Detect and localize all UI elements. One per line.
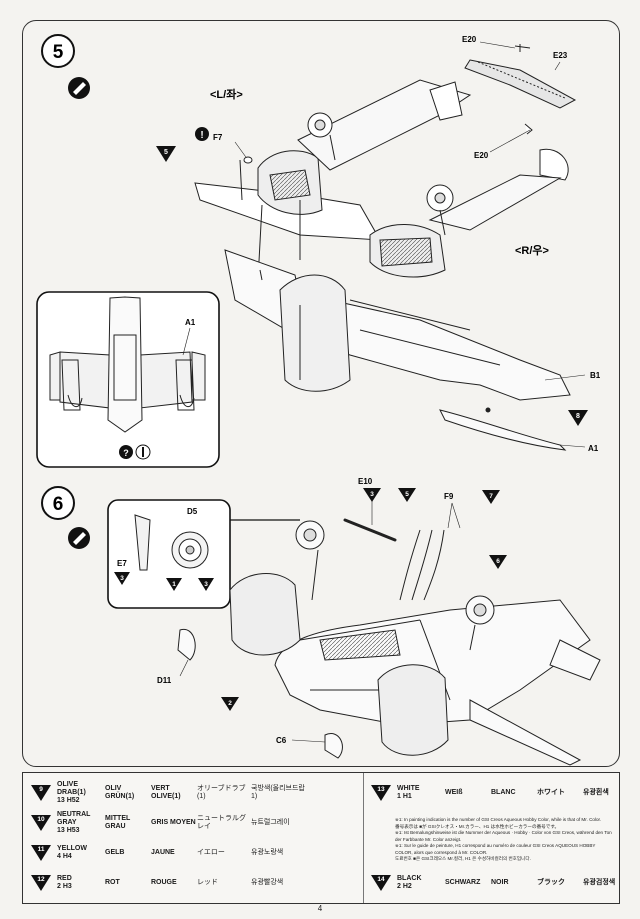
svg-text:7: 7 [489,493,493,500]
part-f7: F7 [213,133,223,142]
paint-notes: ※1: In painting indication is the number… [395,817,612,861]
part-d11: D11 [157,676,172,685]
main-wing [224,249,571,451]
color-ref-e10: 3 [363,488,381,502]
steps-frame [22,20,620,767]
inset-color-refs: 3 1 3 [114,572,214,591]
svg-text:6: 6 [496,558,500,565]
label-right: <R/우> [515,244,549,257]
part-f9: F9 [444,492,454,501]
part-a1: A1 [588,444,599,453]
step6-inset [107,499,300,609]
step-5-number: 5 [53,42,64,63]
stabilizer-parts [464,44,577,181]
part-b1: B1 [590,371,601,380]
svg-text:5: 5 [405,491,409,498]
part-e23: E23 [553,51,568,60]
part-e20-bottom: E20 [474,151,489,160]
color-table: 9 OLIVE DRAB(1)13 H52 OLIV GRÜN(1) VERT … [22,772,620,904]
svg-text:5: 5 [164,149,168,156]
page-number: 4 [317,904,323,913]
warning-icon [195,127,209,141]
color-row-9: 9 OLIVE DRAB(1)13 H52 OLIV GRÜN(1) VERT … [31,779,305,807]
step-5-marker: 5 [41,34,90,99]
svg-text:?: ? [123,448,129,458]
svg-text:!: ! [200,130,203,141]
svg-text:1: 1 [172,581,176,588]
part-a1-inset: A1 [185,318,196,327]
hint-icon [119,445,133,459]
part-d5: D5 [187,507,198,516]
part-e20-top: E20 [462,35,477,44]
label-left: <L/좌> [210,87,243,101]
color-ref-5: 5 [156,146,176,162]
svg-text:8: 8 [576,413,580,420]
color-ref-fuselage: 2 [221,697,239,711]
svg-text:3: 3 [204,581,208,588]
part-c6: C6 [276,736,287,745]
color-ref-f9-right: 7 [482,490,500,504]
color-ref-pipe: 6 [489,555,507,569]
svg-text:3: 3 [120,575,124,582]
svg-text:2: 2 [228,700,232,707]
step5-inset: ? [36,291,220,468]
part-e7: E7 [117,559,127,568]
part-e10: E10 [358,477,373,486]
step-6-marker: 6 [41,486,90,549]
svg-text:3: 3 [370,491,374,498]
color-ref-8: 8 [568,410,588,426]
step5-right-assembly [369,174,562,278]
step6-aircraft [177,518,601,766]
step5-left-assembly [194,79,472,281]
step-6-number: 6 [53,494,64,515]
color-ref-f9-left: 5 [398,488,416,502]
assembly-diagrams: 5 [36,34,601,766]
